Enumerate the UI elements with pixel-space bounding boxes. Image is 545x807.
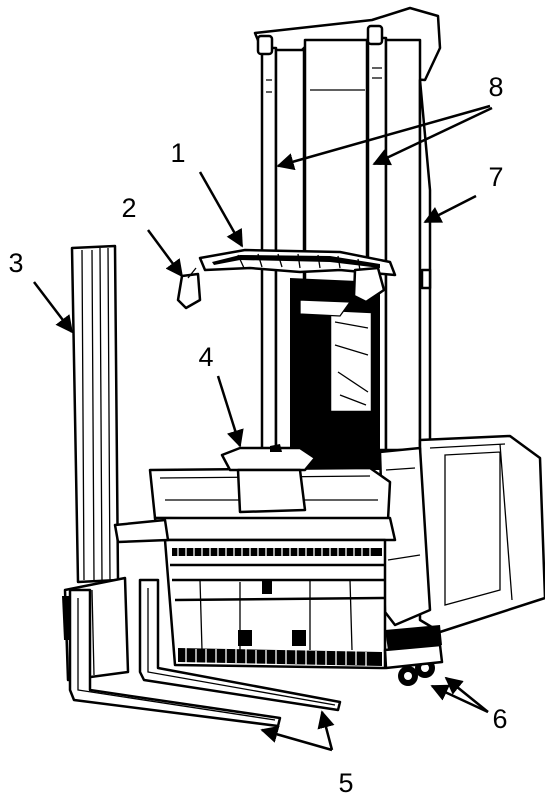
operator-compartment [290, 278, 380, 470]
callout-7: 7 [488, 162, 503, 192]
load-wheels [383, 625, 444, 686]
callout-4: 4 [198, 342, 213, 372]
callout-2: 2 [121, 193, 136, 223]
callout-5: 5 [338, 768, 353, 798]
callout-8: 8 [488, 72, 503, 102]
callout-3: 3 [8, 248, 23, 278]
callout-labels: 1 2 3 4 5 6 7 8 [8, 72, 507, 798]
leader-lines [33, 104, 493, 752]
rear-body [378, 434, 545, 634]
overhead-guard [176, 248, 397, 310]
callout-6: 6 [492, 704, 507, 734]
forks [68, 578, 342, 728]
callout-1: 1 [170, 138, 185, 168]
operator-platform [148, 444, 397, 670]
